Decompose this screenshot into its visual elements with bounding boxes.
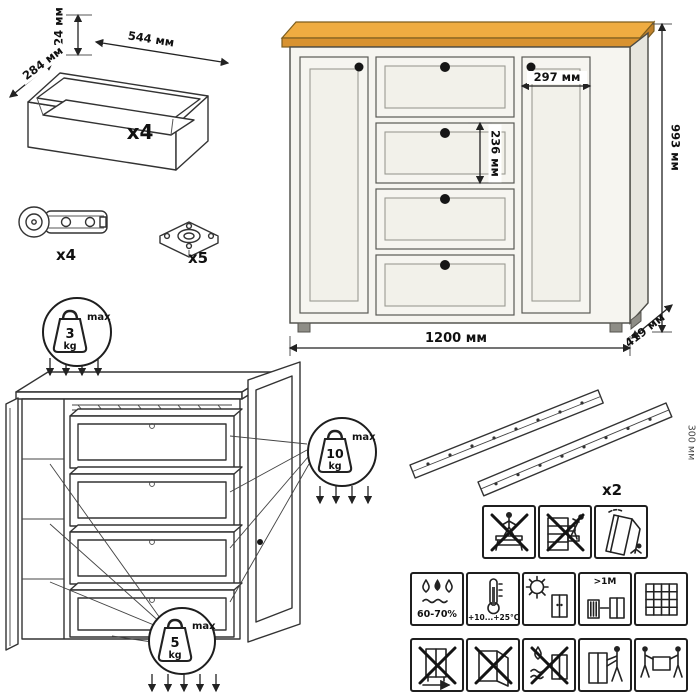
mounting-plate-icon xyxy=(159,221,219,258)
weight-icon: 3 kg xyxy=(52,309,88,354)
open-door-knob xyxy=(257,539,263,545)
carry-holding-body-icon xyxy=(588,646,623,684)
no-climbing-warning xyxy=(538,505,592,559)
weight-icon: 5 kg xyxy=(157,618,193,663)
cabinet-left-door xyxy=(299,56,369,314)
cabinet-drawers xyxy=(375,56,515,316)
no-climbing-icon xyxy=(546,513,585,552)
temperature-care: +10...+25°C xyxy=(466,572,520,626)
weight-icon: 10 kg xyxy=(317,429,353,474)
load-limit-drawer-callout: 10 kg max xyxy=(307,417,377,487)
load-limit-leader-lines xyxy=(49,435,310,643)
heat-distance-icon xyxy=(587,597,625,619)
cabinet-dimension-arrows xyxy=(288,22,673,356)
load-unit: kg xyxy=(328,461,341,472)
cabinet-figure xyxy=(280,20,673,356)
ventilation-grid-icon xyxy=(645,583,678,616)
tip-over-hazard-icon xyxy=(605,508,642,556)
slides-count: x2 xyxy=(601,481,623,499)
no-move-open-handling xyxy=(466,638,520,692)
open-cabinet-right-door xyxy=(247,361,301,643)
carry-hold-handling xyxy=(578,638,632,692)
fitting-count: x5 xyxy=(187,249,209,267)
right-door-knob xyxy=(526,62,536,72)
fitting-figure xyxy=(159,221,219,258)
humidity-range-label: 60-70% xyxy=(417,609,457,620)
dim-cabinet-width: 1200 мм xyxy=(420,332,492,345)
two-person-carry-icon xyxy=(640,646,683,678)
no-drag-handling xyxy=(410,638,464,692)
heat-distance-label: >1M xyxy=(593,577,617,587)
slides-length-label: 300 мм xyxy=(685,424,697,461)
heat-distance-care: >1M xyxy=(578,572,632,626)
two-person-carry-handling xyxy=(634,638,688,692)
load-limit-top-callout: 3 kg max xyxy=(42,297,112,367)
max-label: max xyxy=(352,432,376,443)
humidity-icon xyxy=(422,579,453,604)
load-value: 3 xyxy=(65,327,74,342)
no-standing-warning xyxy=(482,505,536,559)
avoid-sunlight-icon xyxy=(525,575,568,618)
load-limit-arrows xyxy=(45,358,373,693)
dim-cabinet-height: 993 мм xyxy=(668,118,683,177)
sunlight-care xyxy=(522,572,576,626)
no-standing-icon xyxy=(490,512,529,552)
open-cabinet-drawers xyxy=(69,408,243,638)
cabinet-top-board xyxy=(280,20,656,49)
dim-door-width: 297 мм xyxy=(527,71,587,84)
load-unit: kg xyxy=(168,650,181,661)
drawer-box-figure xyxy=(9,13,230,171)
hinge-figure xyxy=(18,206,108,238)
max-label: max xyxy=(192,621,216,632)
temperature-range-label: +10...+25°C xyxy=(468,613,520,622)
left-door-knob xyxy=(354,62,364,72)
load-value: 10 xyxy=(326,446,344,461)
load-unit: kg xyxy=(63,341,76,352)
no-wet-cleaning-icon xyxy=(530,646,569,685)
open-cabinet-figure xyxy=(5,358,373,693)
hinge-count: x4 xyxy=(55,246,77,264)
load-value: 5 xyxy=(170,636,179,651)
drawer-box-drawing xyxy=(27,72,209,171)
temperature-icon xyxy=(487,578,503,615)
do-not-drag-icon xyxy=(418,646,457,691)
hinge-icon xyxy=(18,206,108,238)
drawer-slide-rails xyxy=(409,389,673,497)
slides-figure xyxy=(409,389,673,497)
tip-over-warning xyxy=(594,505,648,559)
cabinet-right-door xyxy=(521,56,591,314)
humidity-care: 60-70% xyxy=(410,572,464,626)
no-wet-cleaning-handling xyxy=(522,638,576,692)
max-label: max xyxy=(87,312,111,323)
dim-drawer-height: 236 мм xyxy=(488,124,503,183)
load-limit-shelf-callout: 5 kg max xyxy=(148,607,216,675)
drawer-box-count: x4 xyxy=(126,120,154,144)
do-not-move-open-icon xyxy=(474,646,513,687)
ventilation-care xyxy=(634,572,688,626)
